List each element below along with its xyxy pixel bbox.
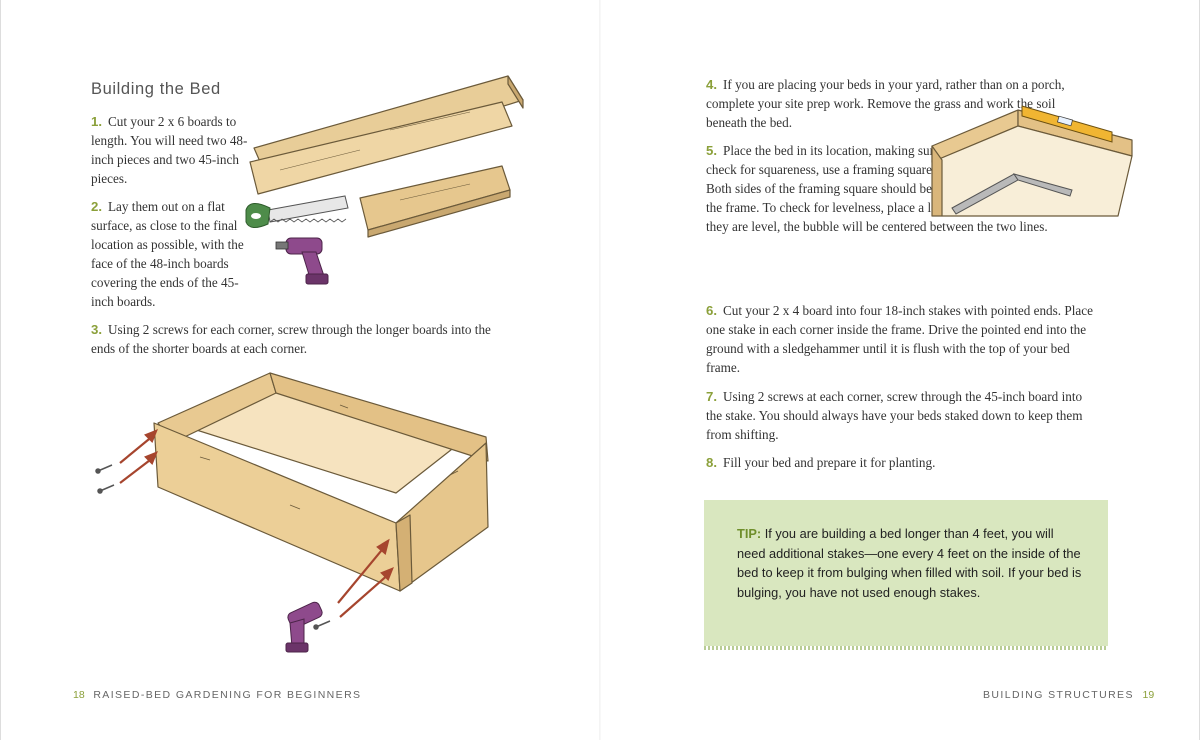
- running-title: RAISED-BED GARDENING FOR BEGINNERS: [93, 689, 362, 701]
- cordless-drill-icon: [285, 601, 323, 653]
- handsaw-icon: [245, 195, 349, 228]
- step-number: 4.: [706, 77, 717, 92]
- step-text: Cut your 2 x 4 board into four 18-inch s…: [706, 303, 1093, 375]
- long-board-middle: [249, 101, 513, 195]
- step-8: 8. Fill your bed and prepare it for plant…: [706, 453, 1094, 472]
- step-number: 6.: [706, 303, 717, 318]
- screw-icons: [95, 464, 331, 630]
- step-7: 7.Using 2 screws at each corner, screw t…: [706, 387, 1094, 444]
- step-1: 1.Cut your 2 x 6 boards to length. You w…: [91, 112, 251, 188]
- step-3: 3.Using 2 screws for each corner, screw …: [91, 320, 501, 358]
- page-gutter: [599, 0, 601, 740]
- frame-back-side: [269, 372, 489, 462]
- tip-label: TIP:: [737, 526, 762, 541]
- section-heading: Building the Bed: [91, 80, 221, 98]
- framing-square-icon: [951, 173, 1073, 215]
- level-icon: [1021, 105, 1113, 143]
- running-title: BUILDING STRUCTURES: [983, 689, 1134, 701]
- tip-box: TIP: If you are building a bed longer th…: [704, 500, 1108, 650]
- corner-square-level-illustration: [931, 105, 1133, 217]
- page-number: 18: [73, 689, 85, 701]
- screw-arrows: [119, 429, 394, 618]
- tip-text-block: TIP: If you are building a bed longer th…: [737, 524, 1083, 602]
- step-text: Using 2 screws for each corner, screw th…: [91, 322, 491, 356]
- step-text: Using 2 screws at each corner, screw thr…: [706, 389, 1083, 442]
- step-number: 1.: [91, 114, 102, 129]
- step-6: 6.Cut your 2 x 4 board into four 18-inch…: [706, 301, 1094, 377]
- step-number: 7.: [706, 389, 717, 404]
- step-text: If you are placing your beds in your yar…: [706, 77, 1065, 130]
- step-number: 2.: [91, 199, 102, 214]
- step-number: 5.: [706, 143, 717, 158]
- left-folio: 18 RAISED-BED GARDENING FOR BEGINNERS: [73, 689, 361, 701]
- step-2: 2.Lay them out on a flat surface, as clo…: [91, 197, 261, 311]
- step-text: Cut your 2 x 6 boards to length. You wil…: [91, 114, 248, 186]
- boards-and-tools-illustration: [245, 75, 524, 285]
- page-number: 19: [1142, 689, 1155, 701]
- step-number: 3.: [91, 322, 102, 337]
- step-4: 4.If you are placing your beds in your y…: [706, 75, 1098, 132]
- step-text: Lay them out on a flat surface, as close…: [91, 199, 244, 309]
- tip-text: If you are building a bed longer than 4 …: [737, 526, 1082, 600]
- step-text: Fill your bed and prepare it for plantin…: [723, 455, 936, 470]
- bed-frame-illustration: [95, 372, 489, 653]
- step-number: 8.: [706, 455, 717, 470]
- right-folio: BUILDING STRUCTURES 19: [983, 689, 1154, 701]
- cordless-drill-icon: [275, 237, 329, 285]
